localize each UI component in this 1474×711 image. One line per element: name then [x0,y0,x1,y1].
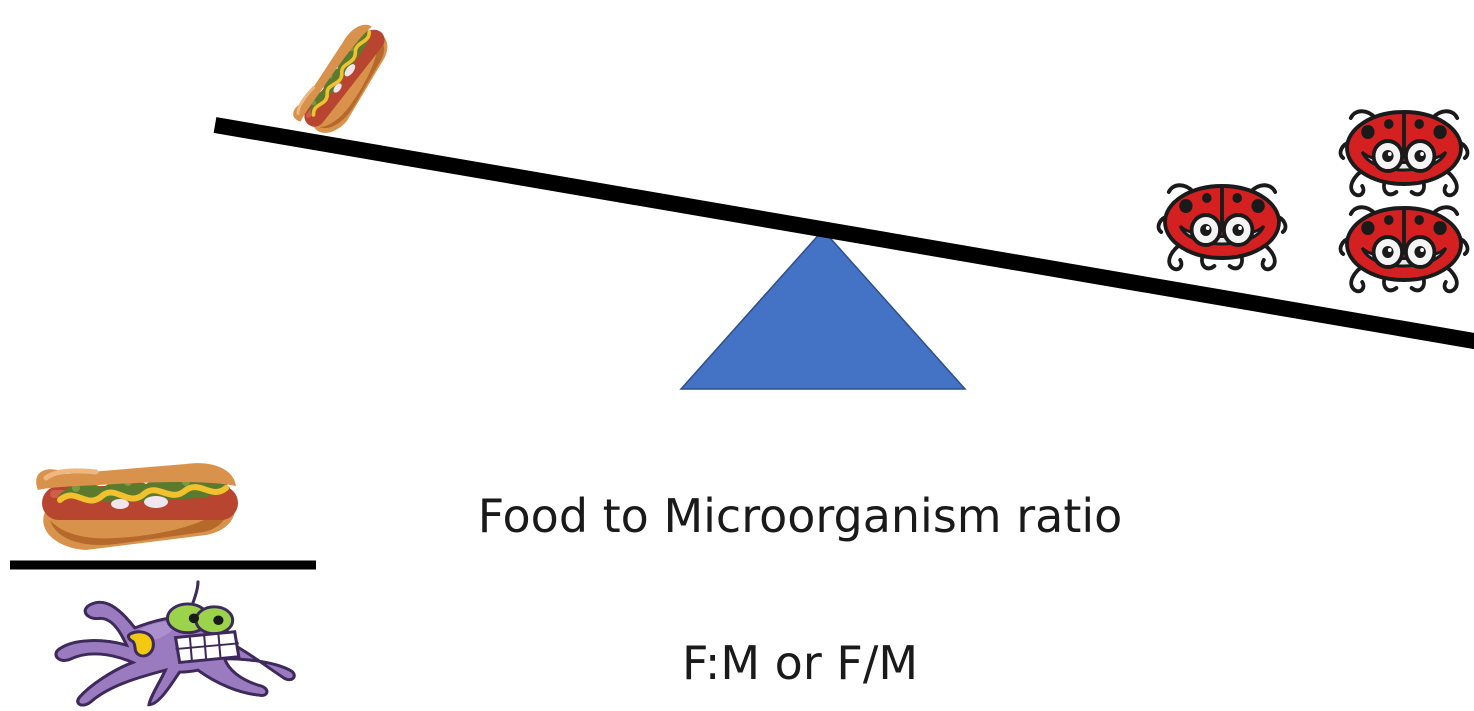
ladybug-icon [1341,111,1468,195]
slide-subtitle: F:M or F/M [300,635,1300,691]
ladybug-icon [1159,185,1286,269]
ladybug-icon [1341,207,1468,291]
hot-dog-icon [36,463,238,550]
hot-dog-icon [287,17,403,145]
slide-title: Food to Microorganism ratio [300,488,1300,544]
microbe-icon [56,582,294,705]
